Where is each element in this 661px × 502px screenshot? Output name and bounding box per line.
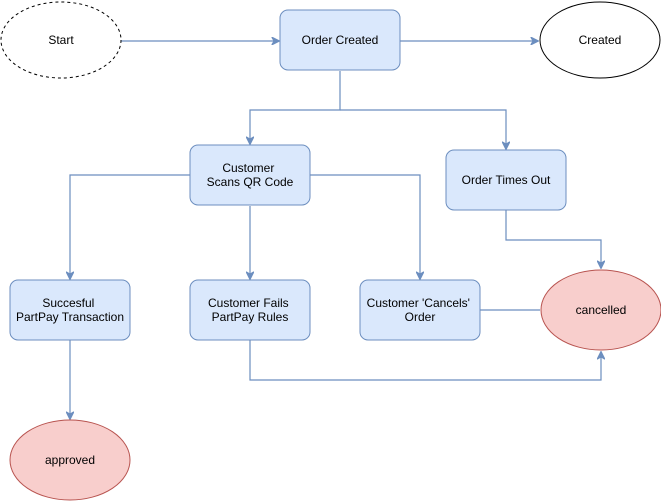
start-node[interactable]: Start xyxy=(0,1,122,79)
edge-scans-qr-to-cancels xyxy=(310,174,420,279)
svg-text:Start: Start xyxy=(48,33,74,47)
order-created-label: Order Created xyxy=(302,33,379,47)
svg-text:approved: approved xyxy=(45,453,95,467)
edge-order-created-to-scans-qr xyxy=(250,71,341,144)
created-node[interactable]: Created xyxy=(539,1,661,79)
edge-scans-qr-to-successful xyxy=(70,174,190,279)
successful-node[interactable]: Succesful PartPay Transaction xyxy=(9,279,131,341)
cancels-label-line1: Customer 'Cancels' xyxy=(367,296,470,310)
created-label: Created xyxy=(579,33,622,47)
fails-rules-label-line2: PartPay Rules xyxy=(212,310,289,324)
cancels-node[interactable]: Customer 'Cancels' Order xyxy=(359,279,481,341)
successful-label-line2: PartPay Transaction xyxy=(16,310,124,324)
times-out-label: Order Times Out xyxy=(462,173,551,187)
fails-rules-node[interactable]: Customer Fails PartPay Rules xyxy=(189,279,311,341)
svg-text:Order Times Out: Order Times Out xyxy=(462,173,551,187)
svg-text:cancelled: cancelled xyxy=(576,303,627,317)
svg-text:Customer 'Cancels' Ord: Customer 'Cancels' Order xyxy=(367,296,474,324)
fails-rules-label-line1: Customer Fails xyxy=(208,296,289,310)
svg-text:Customer Fails PartPay: Customer Fails PartPay Rules xyxy=(208,296,292,324)
edges xyxy=(70,41,601,419)
cancelled-node[interactable]: cancelled xyxy=(540,269,661,351)
svg-text:Order Created: Order Created xyxy=(302,33,379,47)
order-created-node[interactable]: Order Created xyxy=(279,9,401,71)
svg-text:Created: Created xyxy=(579,33,622,47)
edge-order-created-to-times-out xyxy=(340,109,506,149)
edge-times-out-to-cancelled xyxy=(505,210,601,268)
cancels-label-line2: Order xyxy=(405,310,436,324)
edge-fails-rules-to-cancelled xyxy=(249,340,601,381)
svg-text:Customer Scans QR Code: Customer Scans QR Code xyxy=(207,161,294,189)
successful-label-line1: Succesful xyxy=(42,296,94,310)
start-label: Start xyxy=(48,33,74,47)
svg-text:Succesful PartPay Tran: Succesful PartPay Transaction xyxy=(16,296,124,324)
cancelled-label: cancelled xyxy=(576,303,627,317)
scans-qr-label-line1: Customer xyxy=(222,161,274,175)
scans-qr-label-line2: Scans QR Code xyxy=(207,175,294,189)
times-out-node[interactable]: Order Times Out xyxy=(445,149,567,211)
scans-qr-node[interactable]: Customer Scans QR Code xyxy=(189,144,311,206)
approved-label: approved xyxy=(45,453,95,467)
approved-node[interactable]: approved xyxy=(9,419,131,501)
